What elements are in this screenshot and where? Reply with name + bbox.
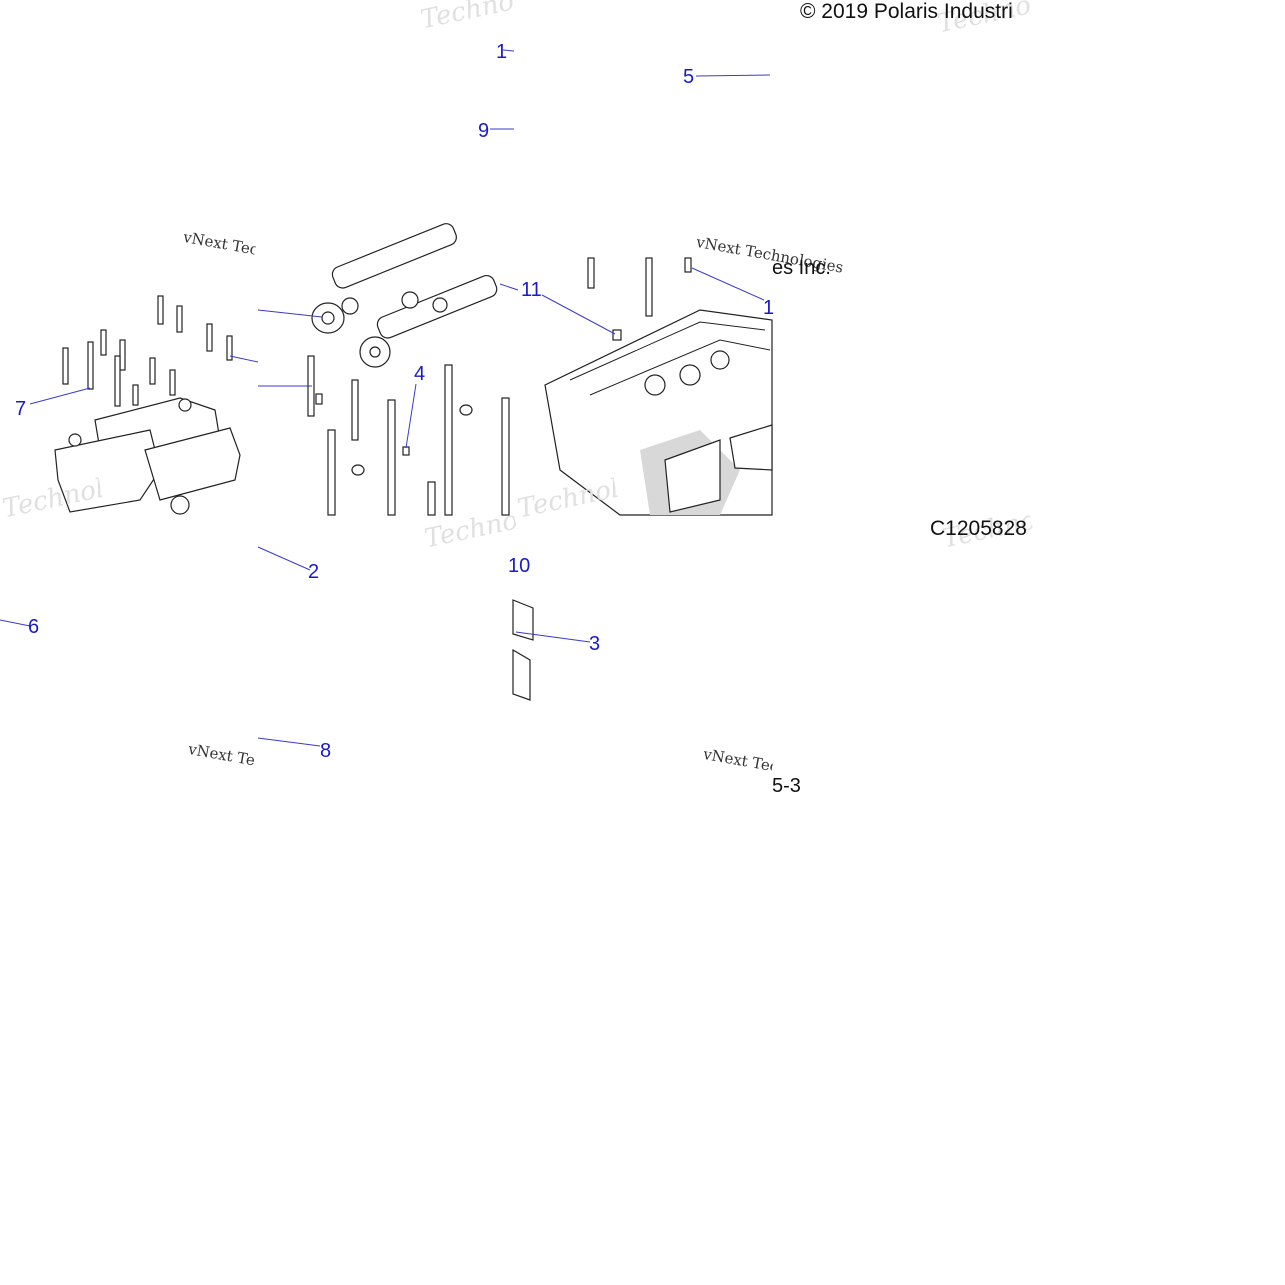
callout-11: 11 [521, 279, 542, 301]
callout-7: 7 [15, 398, 27, 420]
cam-caps [54, 397, 241, 515]
partial-caption: es Inc. [772, 257, 831, 279]
copyright-notice: © 2019 Polaris Industri [800, 1, 1013, 22]
camshaft-parts [311, 223, 498, 368]
callout-4: 4 [414, 363, 426, 385]
partial-caption: 5-3 [772, 775, 801, 797]
callout-2: 2 [308, 561, 320, 583]
figure-code: C1205828 [930, 518, 1027, 539]
callout-8: 8 [320, 740, 332, 762]
callout-1-b: 1 [763, 297, 775, 319]
callout-6: 6 [28, 616, 40, 638]
callout-5: 5 [683, 66, 695, 88]
leader-lines [0, 49, 771, 747]
callout-1: 1 [496, 41, 508, 63]
cylinder-head [512, 257, 773, 701]
callout-3: 3 [589, 633, 601, 655]
callout-10: 10 [508, 556, 531, 576]
bolts-left [62, 295, 233, 407]
head-bolts [307, 355, 510, 516]
tile-top-right [770, 0, 1030, 260]
callout-9: 9 [478, 120, 490, 142]
